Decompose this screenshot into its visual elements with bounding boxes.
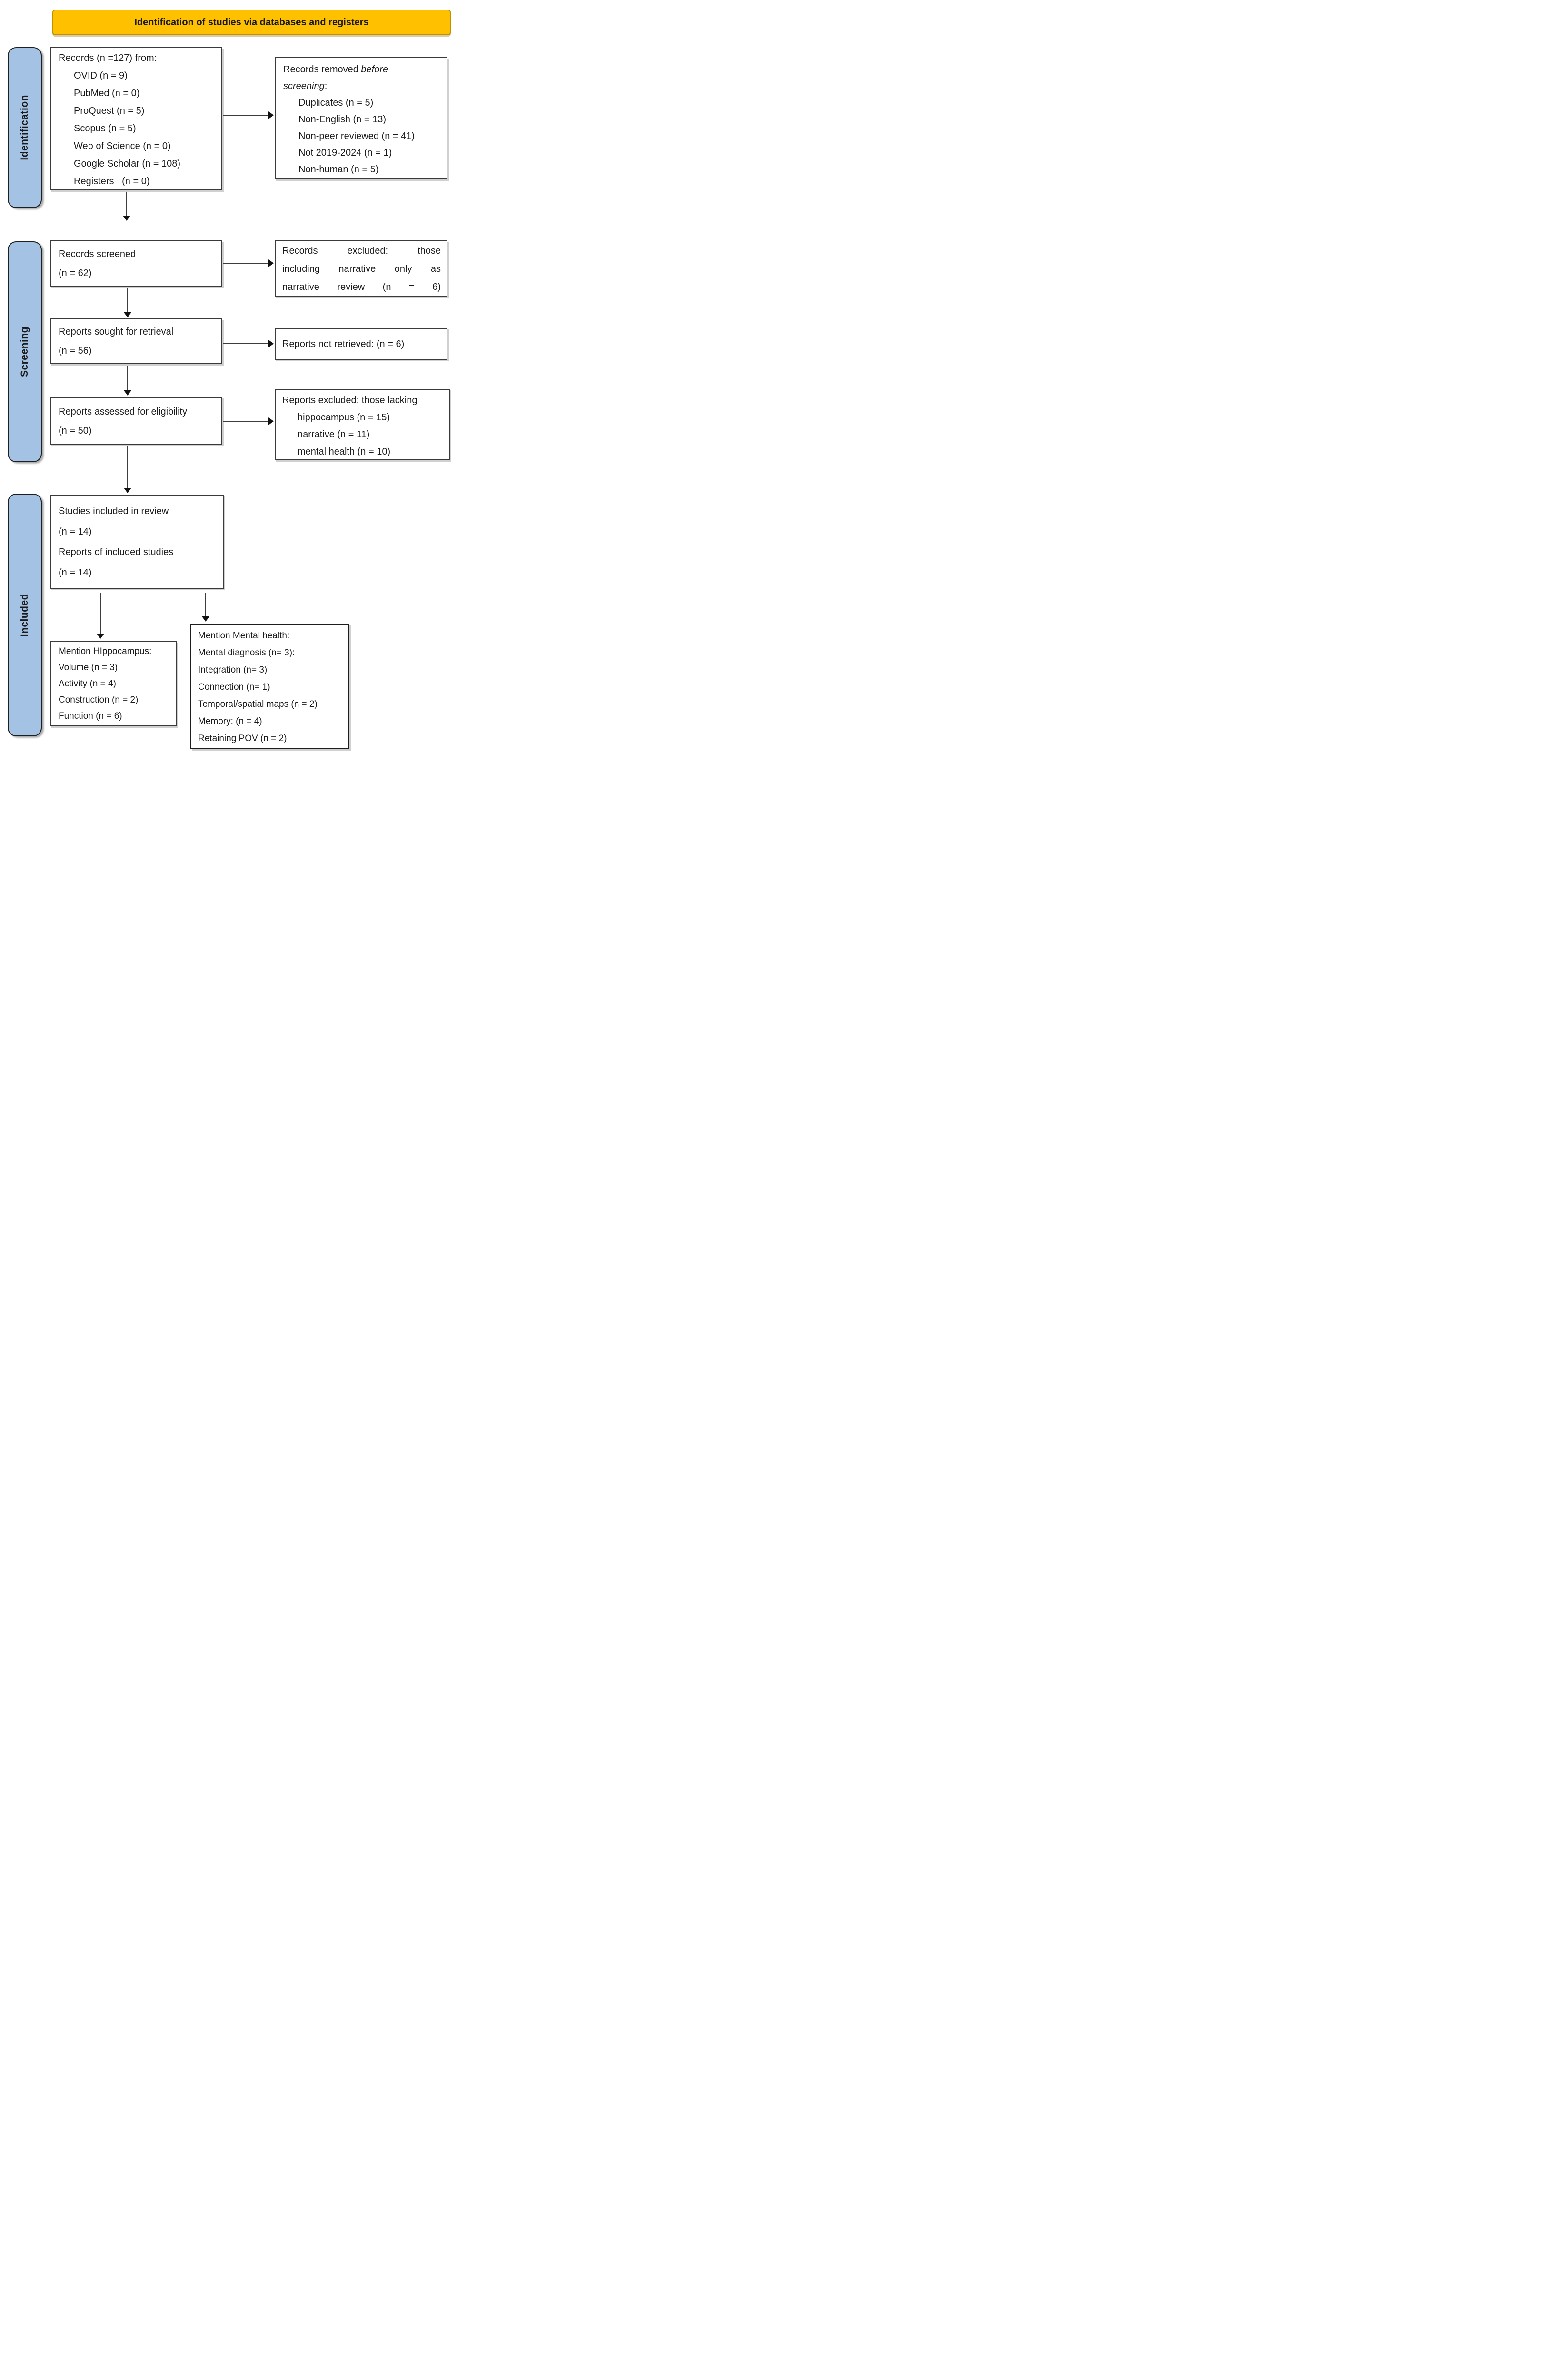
records-item-web-of-science: Web of Science (n = 0) <box>74 141 171 151</box>
removed-item-non-human: Non-human (n = 5) <box>298 164 379 175</box>
arrow-assessed-to-reports-excluded <box>223 417 274 425</box>
screened-line2: (n = 62) <box>59 268 92 278</box>
mental-title: Mention Mental health: <box>198 631 290 641</box>
arrow-down-icon <box>97 634 104 639</box>
records-identified-box: Records (n =127) from: OVID (n = 9) PubM… <box>50 47 222 190</box>
arrow-down-icon <box>123 216 130 221</box>
hippocampus-function: Function (n = 6) <box>59 711 122 721</box>
removed-title-colon: : <box>324 81 328 91</box>
reports-excluded-item-mental-health: mental health (n = 10) <box>298 446 391 457</box>
arrow-assessed-to-studies <box>124 446 131 493</box>
mental-memory: Memory: (n = 4) <box>198 716 262 726</box>
stage-screening-label: Screening <box>19 326 30 377</box>
studies-included-line1: Studies included in review <box>59 506 169 516</box>
arrow-shaft <box>127 288 128 313</box>
records-item-scopus: Scopus (n = 5) <box>74 123 136 134</box>
assessed-line1: Reports assessed for eligibility <box>59 406 188 417</box>
stage-included: Included <box>8 494 42 736</box>
arrow-right-icon <box>268 340 274 347</box>
mental-integration: Integration (n= 3) <box>198 665 268 675</box>
assessed-line2: (n = 50) <box>59 425 92 436</box>
removed-item-not-2019-2024: Not 2019-2024 (n = 1) <box>298 148 392 158</box>
removed-title-italic-before: before <box>361 64 388 75</box>
arrow-right-icon <box>268 259 274 267</box>
hippocampus-activity: Activity (n = 4) <box>59 679 116 689</box>
mention-hippocampus-box: Mention HIppocampus: Volume (n = 3) Acti… <box>50 641 177 726</box>
arrow-down-icon <box>202 616 209 622</box>
arrow-shaft <box>205 593 206 617</box>
arrow-shaft <box>223 421 269 422</box>
arrow-records-to-removed <box>223 111 274 119</box>
arrow-records-to-screened <box>123 192 130 221</box>
stage-identification: Identification <box>8 47 42 208</box>
hippocampus-volume: Volume (n = 3) <box>59 663 118 673</box>
not-retrieved-text: Reports not retrieved: (n = 6) <box>282 338 405 349</box>
arrow-shaft <box>127 366 128 391</box>
arrow-shaft <box>223 343 269 344</box>
mental-retaining-pov: Retaining POV (n = 2) <box>198 734 287 744</box>
arrow-shaft <box>223 115 269 116</box>
stage-identification-label: Identification <box>19 95 30 160</box>
removed-title-italic-screening: screening <box>283 81 325 91</box>
records-screened-box: Records screened (n = 62) <box>50 240 222 287</box>
sought-line2: (n = 56) <box>59 346 92 356</box>
records-item-registers: Registers (n = 0) <box>74 176 150 187</box>
records-title: Records (n =127) from: <box>59 53 157 63</box>
arrow-sought-to-not-retrieved <box>223 340 274 347</box>
banner-label: Identification of studies via databases … <box>134 17 369 28</box>
records-excluded-text: Records excluded: those including narrat… <box>282 245 441 292</box>
removed-item-non-english: Non-English (n = 13) <box>298 114 386 125</box>
arrow-shaft <box>223 263 269 264</box>
studies-included-box: Studies included in review (n = 14) Repo… <box>50 495 224 589</box>
arrow-down-icon <box>124 312 131 317</box>
arrow-shaft <box>127 446 128 488</box>
arrow-studies-to-mental-health <box>202 593 209 622</box>
removed-title-line1: Records removed before <box>283 61 442 78</box>
reports-not-retrieved-box: Reports not retrieved: (n = 6) <box>275 328 447 360</box>
reports-excluded-item-narrative: narrative (n = 11) <box>298 429 370 440</box>
records-item-pubmed: PubMed (n = 0) <box>74 88 140 99</box>
reports-assessed-box: Reports assessed for eligibility (n = 50… <box>50 397 222 445</box>
reports-excluded-item-hippocampus: hippocampus (n = 15) <box>298 412 390 423</box>
banner-identification-via-databases: Identification of studies via databases … <box>52 10 451 35</box>
hippocampus-title: Mention HIppocampus: <box>59 646 152 656</box>
records-item-proquest: ProQuest (n = 5) <box>74 106 145 116</box>
records-item-google-scholar: Google Scholar (n = 108) <box>74 159 181 169</box>
studies-included-line4: (n = 14) <box>59 567 92 578</box>
reports-excluded-title: Reports excluded: those lacking <box>282 395 418 406</box>
removed-item-non-peer-reviewed: Non-peer reviewed (n = 41) <box>298 131 415 141</box>
records-excluded-box: Records excluded: those including narrat… <box>275 240 447 297</box>
reports-excluded-box: Reports excluded: those lacking hippocam… <box>275 389 450 460</box>
records-removed-box: Records removed before screening: Duplic… <box>275 57 447 179</box>
hippocampus-construction: Construction (n = 2) <box>59 695 139 705</box>
arrow-screened-to-excluded <box>223 259 274 267</box>
removed-item-duplicates: Duplicates (n = 5) <box>298 98 374 108</box>
removed-title-line2: screening: <box>283 78 442 95</box>
removed-title-normal: Records removed <box>283 64 361 75</box>
arrow-right-icon <box>268 417 274 425</box>
mental-connection: Connection (n= 1) <box>198 682 270 692</box>
records-item-ovid: OVID (n = 9) <box>74 70 128 81</box>
arrow-shaft <box>100 593 101 634</box>
sought-line1: Reports sought for retrieval <box>59 327 174 337</box>
stage-screening: Screening <box>8 241 42 462</box>
arrow-shaft <box>126 192 127 216</box>
screened-line1: Records screened <box>59 249 136 259</box>
prisma-flow-diagram: Identification of studies via databases … <box>0 0 457 751</box>
reports-sought-box: Reports sought for retrieval (n = 56) <box>50 318 222 364</box>
arrow-screened-to-sought <box>124 288 131 317</box>
arrow-down-icon <box>124 488 131 493</box>
stage-included-label: Included <box>19 593 30 637</box>
arrow-studies-to-hippocampus <box>97 593 104 639</box>
arrow-sought-to-assessed <box>124 366 131 396</box>
studies-included-line3: Reports of included studies <box>59 546 174 557</box>
studies-included-line2: (n = 14) <box>59 526 92 537</box>
mention-mental-health-box: Mention Mental health: Mental diagnosis … <box>190 624 349 749</box>
mental-diagnosis: Mental diagnosis (n= 3): <box>198 648 295 658</box>
arrow-down-icon <box>124 390 131 396</box>
mental-temporal-spatial-maps: Temporal/spatial maps (n = 2) <box>198 699 318 709</box>
arrow-right-icon <box>268 111 274 119</box>
